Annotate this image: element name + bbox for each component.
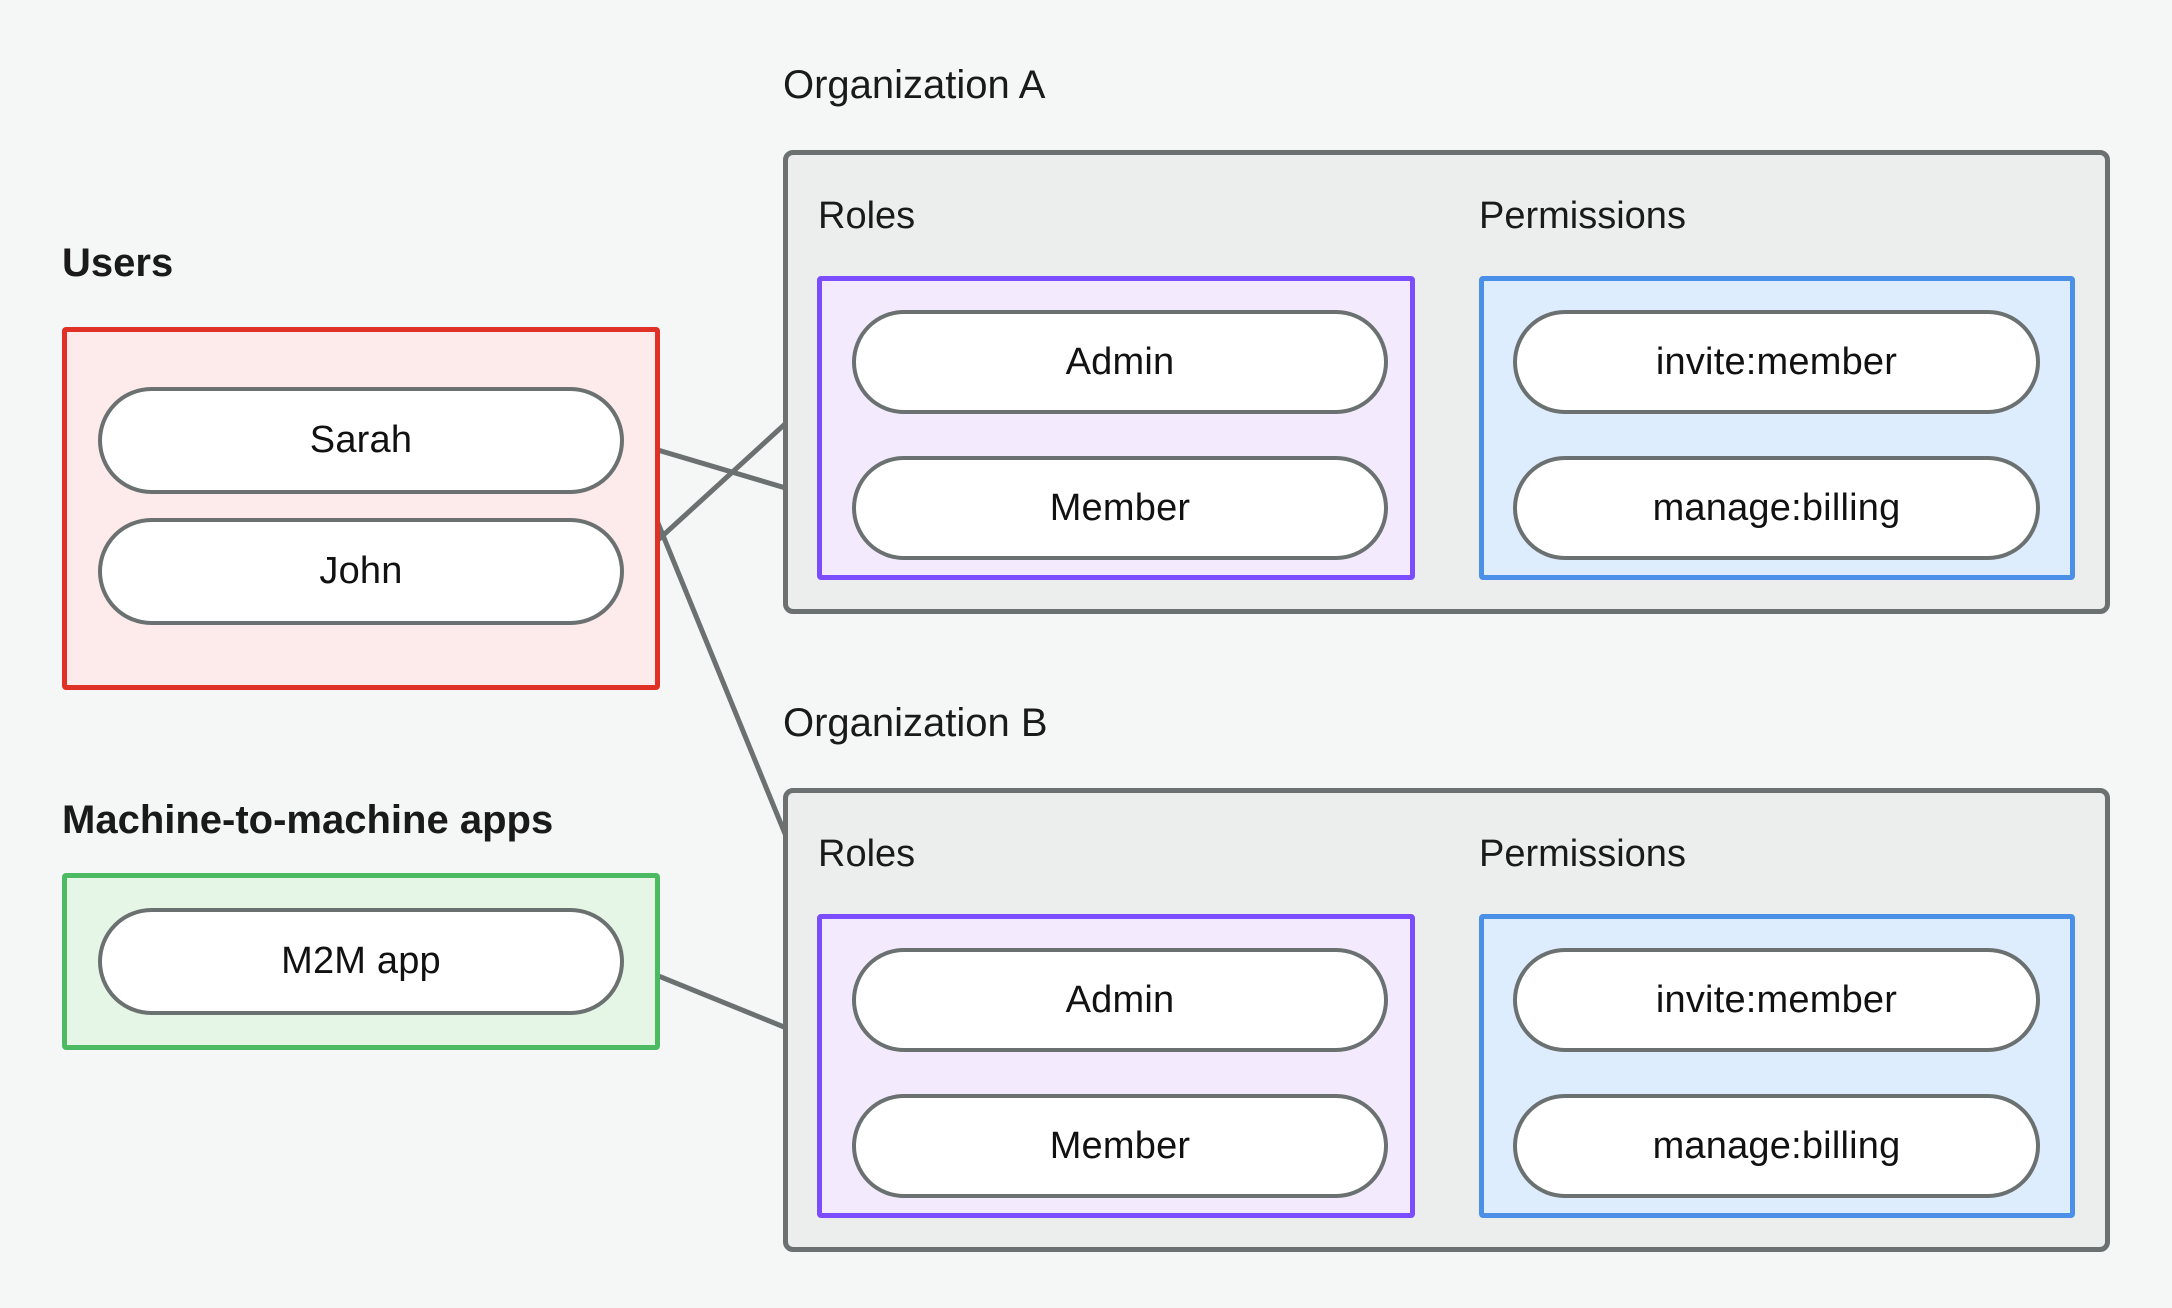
organization-b-permission-pill-invite-member[interactable]: invite:member — [1513, 948, 2040, 1052]
organization-b-permission-pill-manage-billing[interactable]: manage:billing — [1513, 1094, 2040, 1198]
organization-a-roles-label: Roles — [818, 195, 916, 237]
organization-a-role-pill-admin[interactable]: Admin — [852, 310, 1388, 414]
organization-a-permission-pill-manage-billing[interactable]: manage:billing — [1513, 456, 2040, 560]
users-group-box — [62, 327, 660, 690]
m2m-pill-app[interactable]: M2M app — [98, 908, 624, 1015]
organization-a-role-pill-member[interactable]: Member — [852, 456, 1388, 560]
organization-b-label: Organization B — [783, 701, 1048, 745]
organization-b-permissions-label: Permissions — [1479, 833, 1686, 875]
organization-b-role-pill-member[interactable]: Member — [852, 1094, 1388, 1198]
organization-a-label: Organization A — [783, 63, 1046, 107]
organization-a-permission-pill-invite-member[interactable]: invite:member — [1513, 310, 2040, 414]
organization-b-roles-label: Roles — [818, 833, 916, 875]
m2m-group-label: Machine-to-machine apps — [62, 798, 554, 842]
organization-b-role-pill-admin[interactable]: Admin — [852, 948, 1388, 1052]
organization-a-permissions-label: Permissions — [1479, 195, 1686, 237]
user-pill-sarah[interactable]: Sarah — [98, 387, 624, 494]
users-group-label: Users — [62, 241, 174, 285]
user-pill-john[interactable]: John — [98, 518, 624, 625]
